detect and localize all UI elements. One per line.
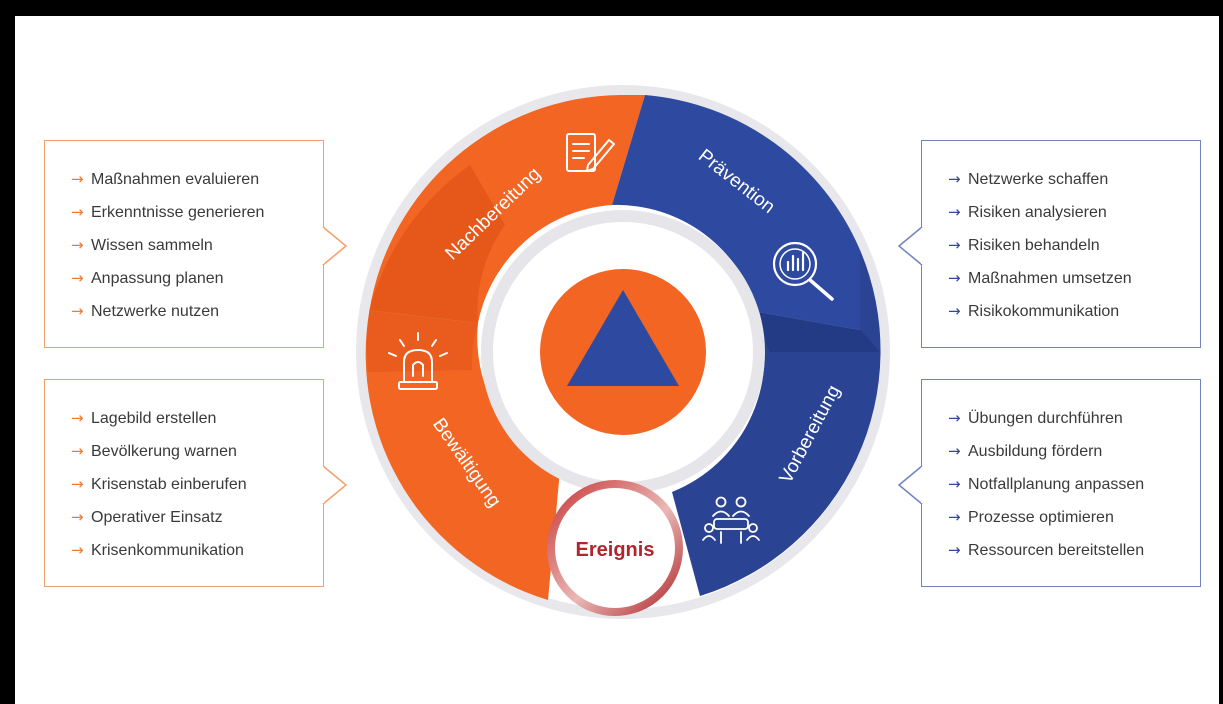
arrow-right-icon: → xyxy=(71,236,84,254)
nachbereitung-list: →Maßnahmen evaluieren →Erkenntnisse gene… xyxy=(71,163,323,328)
list-item: →Anpassung planen xyxy=(71,262,323,295)
list-item: →Krisenstab einberufen xyxy=(71,468,323,501)
arrow-right-icon: → xyxy=(71,170,84,188)
list-item: →Ressourcen bereitstellen xyxy=(948,534,1200,567)
list-item: →Wissen sammeln xyxy=(71,229,323,262)
list-item: →Notfallplanung anpassen xyxy=(948,468,1200,501)
arrow-right-icon: → xyxy=(71,442,84,460)
phase-segment-bewaeltigung-shade xyxy=(366,310,478,372)
arrow-right-icon: → xyxy=(948,203,961,221)
arrow-right-icon: → xyxy=(71,269,84,287)
praevention-box-pointer xyxy=(897,226,923,266)
magnifier-chart-icon xyxy=(772,241,834,301)
document-pencil-icon xyxy=(566,133,615,172)
arrow-right-icon: → xyxy=(948,269,961,287)
meeting-table-icon xyxy=(702,496,760,544)
nachbereitung-box: →Maßnahmen evaluieren →Erkenntnisse gene… xyxy=(44,140,324,348)
bewaeltigung-box: →Lagebild erstellen →Bevölkerung warnen … xyxy=(44,379,324,587)
arrow-right-icon: → xyxy=(71,203,84,221)
list-item: →Erkenntnisse generieren xyxy=(71,196,323,229)
list-item: →Maßnahmen evaluieren xyxy=(71,163,323,196)
list-item: →Netzwerke nutzen xyxy=(71,295,323,328)
civil-protection-triangle-icon xyxy=(567,290,679,386)
praevention-box: →Netzwerke schaffen →Risiken analysieren… xyxy=(921,140,1201,348)
arrow-right-icon: → xyxy=(948,409,961,427)
arrow-right-icon: → xyxy=(71,409,84,427)
arrow-right-icon: → xyxy=(948,541,961,559)
list-item: →Operativer Einsatz xyxy=(71,501,323,534)
arrow-right-icon: → xyxy=(948,475,961,493)
bewaeltigung-box-pointer xyxy=(322,465,348,505)
nachbereitung-box-pointer xyxy=(322,226,348,266)
list-item: →Prozesse optimieren xyxy=(948,501,1200,534)
list-item: →Ausbildung fördern xyxy=(948,435,1200,468)
arrow-right-icon: → xyxy=(948,302,961,320)
list-item: →Lagebild erstellen xyxy=(71,402,323,435)
phase-segment-nachbereitung-shade xyxy=(369,165,505,323)
arrow-right-icon: → xyxy=(948,508,961,526)
bewaeltigung-list: →Lagebild erstellen →Bevölkerung warnen … xyxy=(71,402,323,567)
vorbereitung-box-pointer xyxy=(897,465,923,505)
phase-segment-vorbereitung-shade xyxy=(758,312,880,352)
list-item: →Risiken analysieren xyxy=(948,196,1200,229)
vorbereitung-list: →Übungen durchführen →Ausbildung fördern… xyxy=(948,402,1200,567)
arrow-right-icon: → xyxy=(71,541,84,559)
list-item: →Risikokommunikation xyxy=(948,295,1200,328)
list-item: →Bevölkerung warnen xyxy=(71,435,323,468)
vorbereitung-box: →Übungen durchführen →Ausbildung fördern… xyxy=(921,379,1201,587)
arrow-right-icon: → xyxy=(948,442,961,460)
list-item: →Maßnahmen umsetzen xyxy=(948,262,1200,295)
praevention-list: →Netzwerke schaffen →Risiken analysieren… xyxy=(948,163,1200,328)
event-badge-ring xyxy=(547,480,683,616)
list-item: →Krisenkommunikation xyxy=(71,534,323,567)
arrow-right-icon: → xyxy=(71,508,84,526)
arrow-right-icon: → xyxy=(71,302,84,320)
list-item: →Netzwerke schaffen xyxy=(948,163,1200,196)
phase-segment-praevention xyxy=(612,95,860,330)
arrow-right-icon: → xyxy=(948,236,961,254)
arrow-right-icon: → xyxy=(948,170,961,188)
arrow-right-icon: → xyxy=(71,475,84,493)
list-item: →Risiken behandeln xyxy=(948,229,1200,262)
event-label: Ereignis xyxy=(576,539,655,561)
list-item: →Übungen durchführen xyxy=(948,402,1200,435)
siren-light-icon xyxy=(388,332,448,390)
